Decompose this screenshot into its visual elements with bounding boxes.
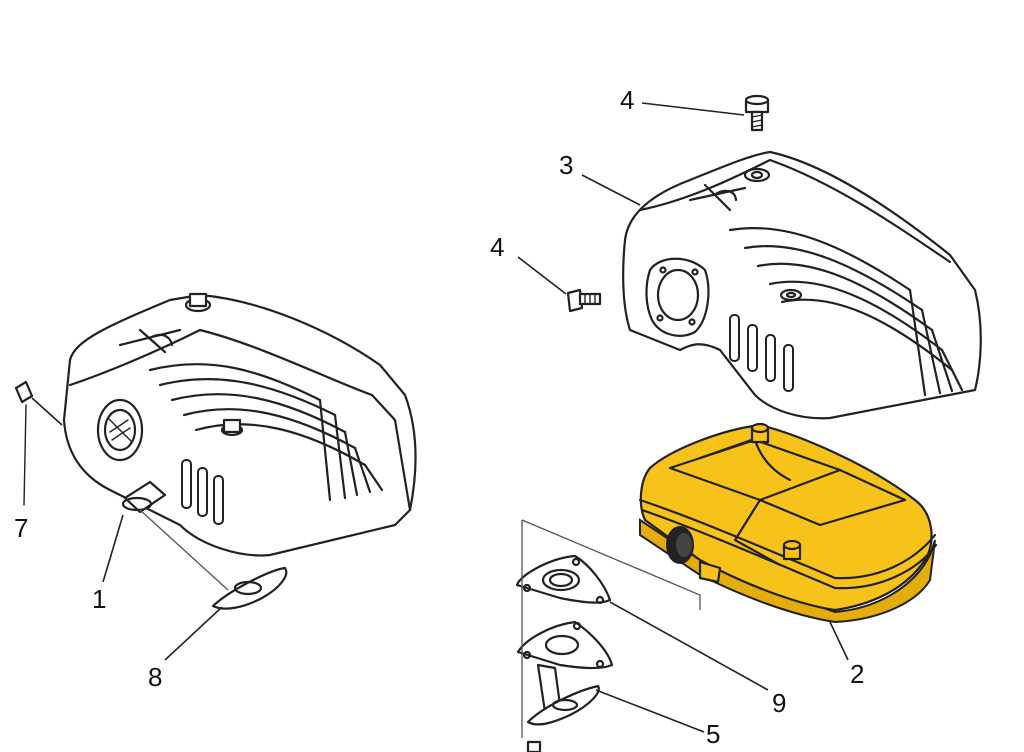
callout-9: 9 xyxy=(772,688,786,718)
part-3-cover xyxy=(622,150,982,420)
part-9-gasket xyxy=(515,554,612,605)
part-5-flange xyxy=(516,620,614,752)
callout-4-top: 4 xyxy=(620,85,634,115)
callout-1: 1 xyxy=(92,584,106,614)
callout-8: 8 xyxy=(148,662,162,692)
callout-7: 7 xyxy=(14,513,28,543)
callout-3: 3 xyxy=(559,150,573,180)
callout-4-side: 4 xyxy=(490,232,504,262)
callout-2: 2 xyxy=(850,659,864,689)
part-4-bolt-side xyxy=(517,256,602,313)
part-4-bolt-top xyxy=(641,94,770,132)
callout-5: 5 xyxy=(706,719,720,749)
part-7-clip xyxy=(14,380,63,506)
assembled-muffler xyxy=(62,292,417,557)
part-2-muffler xyxy=(638,422,938,624)
part-8-gasket xyxy=(139,509,288,610)
